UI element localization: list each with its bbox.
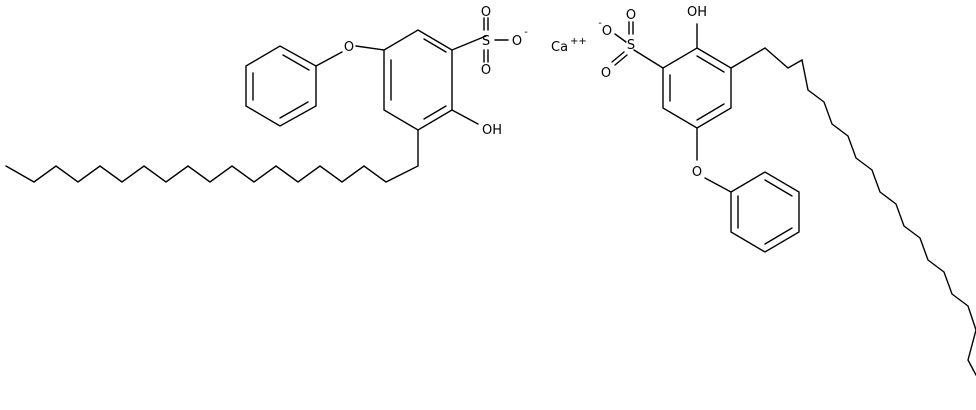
- right-anion: S O O O - OH O: [598, 5, 976, 376]
- right-sulfonate-oxygen-left: O: [602, 24, 612, 39]
- calcium-symbol: Ca: [551, 40, 568, 55]
- calcium-cation: Ca ++: [551, 36, 587, 55]
- right-ether-oxygen: O: [692, 165, 702, 180]
- left-sulfonate-group: S O O O -: [451, 5, 528, 78]
- left-central-ring: [383, 29, 453, 131]
- right-sulfonate-negative-charge: -: [598, 18, 602, 29]
- left-hydroxyl-label: OH: [482, 123, 502, 138]
- left-ether-oxygen: O: [344, 40, 354, 55]
- right-phenoxy-group: O: [692, 127, 800, 253]
- left-alkyl-chain: [5, 129, 419, 183]
- left-phenoxy-group: O: [245, 40, 385, 127]
- left-sulfonate-oxygen-top: O: [481, 5, 491, 20]
- right-sulfonate-group: S O O O -: [598, 8, 664, 81]
- right-hydroxyl-group: OH: [687, 5, 707, 49]
- calcium-charge: ++: [570, 36, 587, 47]
- left-sulfonate-negative-charge: -: [524, 27, 528, 38]
- right-central-ring: [662, 47, 732, 129]
- left-sulfonate-oxygen-bottom: O: [481, 63, 491, 78]
- left-hydroxyl-group: OH: [451, 109, 502, 138]
- left-sulfonate-oxygen-right: O: [512, 34, 522, 49]
- right-sulfonate-oxygen-top: O: [626, 8, 636, 23]
- right-sulfonate-oxygen-bottom: O: [601, 66, 611, 81]
- right-sulfur-atom: S: [627, 38, 635, 53]
- right-alkyl-chain: [730, 47, 976, 376]
- left-sulfur-atom: S: [482, 34, 490, 49]
- left-anion: S O O O - OH O: [5, 5, 528, 183]
- right-hydroxyl-label: OH: [687, 5, 707, 20]
